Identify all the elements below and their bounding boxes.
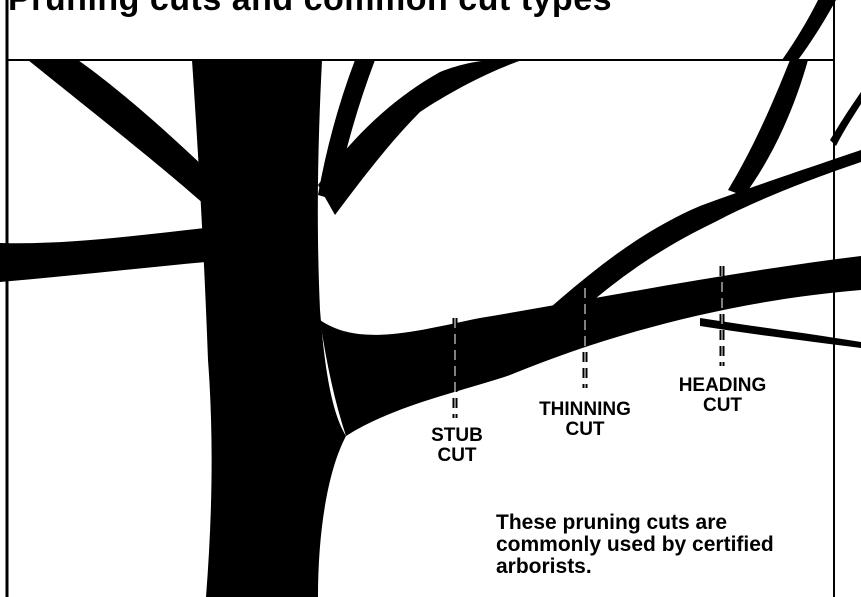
heading-cut-label: Heading Cut bbox=[665, 376, 780, 416]
branch-upper-right bbox=[318, 59, 522, 216]
caption: These pruning cuts are commonly used by … bbox=[496, 511, 774, 578]
branch-left bbox=[0, 228, 206, 282]
stub-cut-label-line1: Stub bbox=[431, 425, 483, 446]
stub-cut-label: Stub Cut bbox=[412, 426, 502, 466]
heading-cut-label-line1: Heading bbox=[678, 375, 767, 396]
thinning-cut-label-line2: Cut bbox=[565, 418, 605, 440]
tree-trunk bbox=[192, 60, 346, 597]
thinning-cut-label-line1: Thinning bbox=[539, 399, 631, 420]
stub-cut-label-line2: Cut bbox=[437, 444, 477, 466]
side-branch-upper bbox=[500, 150, 861, 352]
branch-upper-left bbox=[28, 60, 205, 205]
side-branch-upper-tip bbox=[728, 60, 808, 196]
branch-top-right bbox=[782, 0, 836, 60]
branch-upper-right-fork bbox=[318, 60, 375, 200]
heading-cut-label-line2: Cut bbox=[702, 394, 743, 416]
header-title: Pruning cuts and common cut types bbox=[8, 0, 853, 19]
thinning-cut-label: Thinning Cut bbox=[525, 400, 645, 440]
branch-far-right bbox=[830, 92, 861, 146]
side-branch-lower bbox=[700, 318, 861, 348]
